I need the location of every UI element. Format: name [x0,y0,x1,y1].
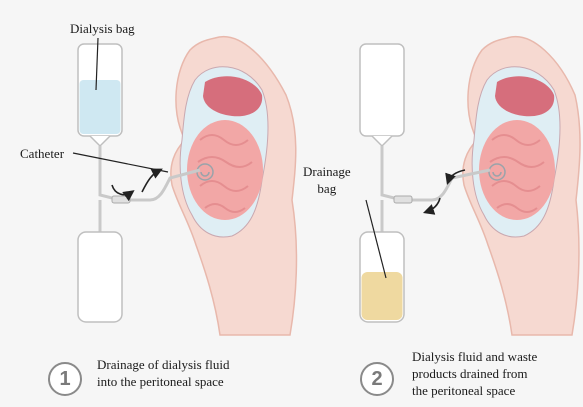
drainage-bag-label-line2: bag [303,180,351,197]
drainage-bag-label-line1: Drainage [303,163,351,180]
flow-arrow-up-1 [142,170,160,192]
dialysis-bag-empty-2 [360,44,404,136]
step-2-caption: Dialysis fluid and waste products draine… [412,348,537,399]
intestine-mass-2 [479,120,555,220]
step-2-caption-line3: the peritoneal space [412,382,537,399]
step-2-caption-line2: products drained from [412,365,537,382]
dialysis-bag-label: Dialysis bag [70,20,135,37]
step-2-number: 2 [360,362,394,396]
waste-fluid-level-2 [362,272,403,320]
flow-arrow-down-1 [112,185,132,195]
dialysis-fluid-level-1 [80,80,121,134]
tube-clamp-2 [394,196,412,203]
step-1-caption-line1: Drainage of dialysis fluid [97,356,230,373]
dialysis-bag-neck-2 [372,136,392,146]
catheter-label: Catheter [20,145,64,162]
catheter-leader [73,153,168,172]
step-1-caption-line2: into the peritoneal space [97,373,230,390]
step-2-caption-line1: Dialysis fluid and waste [412,348,537,365]
panel-drain-phase [360,37,580,335]
dialysis-bag-neck-1 [90,136,110,146]
tube-clamp-1 [112,196,130,203]
drainage-bag-empty-1 [78,232,122,322]
panel-fill-phase [73,37,296,335]
step-1-number: 1 [48,362,82,396]
step-1-caption: Drainage of dialysis fluid into the peri… [97,356,230,390]
drainage-bag-label: Drainage bag [303,163,351,197]
